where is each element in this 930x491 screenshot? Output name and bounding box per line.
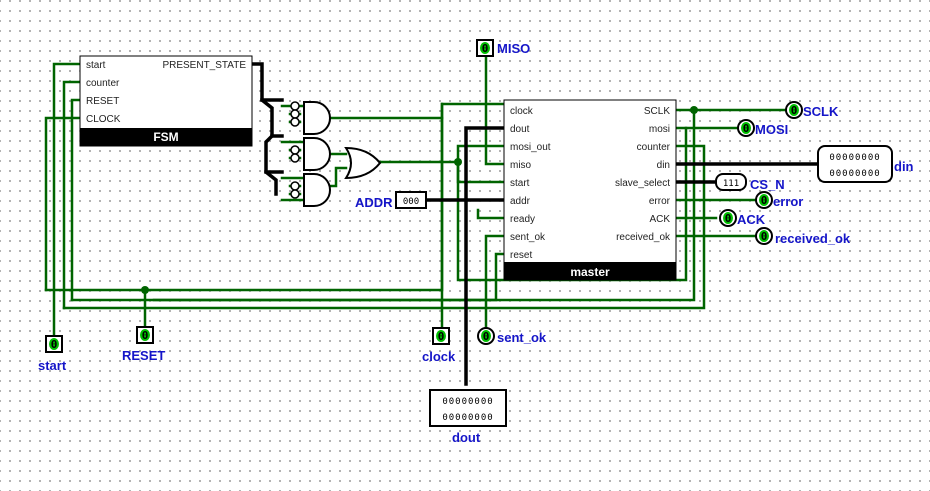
reset-pin-label: RESET [122,348,165,363]
master-pin-mosi-out: mosi_out [510,142,551,153]
sent-ok-pin-label: sent_ok [497,330,547,345]
reset-input-pin[interactable]: 0 RESET [122,326,165,363]
wire-start [52,62,84,337]
error-pin-label: error [773,194,803,209]
ack-pin-label: ACK [737,212,766,227]
error-output-pin[interactable]: 0 error [755,191,803,209]
mosi-pin-value: 0 [743,122,750,135]
fsm-pin-present-state: PRESENT_STATE [162,60,246,71]
master-pin-ready: ready [510,214,535,225]
fsm-block[interactable]: FSM start counter RESET CLOCK PRESENT_ST… [79,55,253,147]
received-ok-pin-value: 0 [761,230,768,243]
wire-sent-ok [484,234,506,328]
cs-n-output-pin[interactable]: 111 CS_N [715,173,785,192]
wire-mosi-out [456,126,688,282]
din-row-2: 00000000 [829,169,880,179]
sent-ok-pin-value: 0 [483,330,490,343]
mosi-output-pin[interactable]: 0 MOSI [737,119,788,137]
master-pin-dout: dout [510,124,530,135]
wire-counter [62,80,84,310]
master-outputs: SCLK mosi counter din slave_select error… [615,106,671,243]
fsm-pin-counter: counter [86,78,120,89]
dout-output-probe[interactable]: 00000000 00000000 dout [429,389,507,445]
fsm-pin-start: start [86,60,106,71]
received-ok-output-pin[interactable]: 0 received_ok [755,227,851,246]
start-pin-value: 0 [51,338,58,351]
wire-reset [70,98,84,302]
master-pin-error: error [649,196,671,207]
buses [250,62,820,386]
received-ok-pin-label: received_ok [775,231,851,246]
ack-output-pin[interactable]: 0 ACK [719,209,766,227]
clock-pin-label: clock [422,349,456,364]
fsm-title: FSM [153,130,178,144]
master-pin-reset: reset [510,250,532,261]
master-pin-slave-select: slave_select [615,178,670,189]
addr-pin-label: ADDR [355,195,393,210]
start-pin-label: start [38,358,67,373]
bus-present-state [250,62,278,196]
dout-row-1: 00000000 [442,397,493,407]
clock-input-pin[interactable]: 0 clock [422,327,456,364]
master-pin-clock: clock [510,106,534,117]
master-title-bar [504,262,676,280]
wire-miso [484,52,506,166]
fsm-pin-clock: CLOCK [86,114,121,125]
addr-pin-value: 000 [403,197,419,207]
master-pin-din: din [657,160,670,171]
master-pin-start: start [510,178,530,189]
mosi-pin-label: MOSI [755,122,788,137]
master-block[interactable]: master clock dout mosi_out miso start ad… [503,99,677,281]
sclk-pin-value: 0 [791,104,798,117]
sclk-pin-label: SCLK [803,104,839,119]
master-pin-miso: miso [510,160,532,171]
sent-ok-output-pin[interactable]: 0 sent_ok [477,327,547,345]
and-gate-1[interactable] [303,101,331,135]
cs-n-pin-value: 111 [723,179,739,189]
master-pin-sent-ok: sent_ok [510,232,546,243]
and-gate-3[interactable] [303,173,331,207]
reset-pin-value: 0 [142,329,149,342]
wire-clock [44,116,84,292]
cs-n-pin-label: CS_N [750,177,785,192]
master-pin-received-ok: received_ok [616,232,671,243]
bus-dout [464,126,506,386]
wire-ready [476,208,506,220]
junctions [141,106,698,294]
error-pin-value: 0 [761,194,768,207]
master-pin-addr: addr [510,196,531,207]
master-pin-ack: ACK [649,214,670,225]
addr-input-pin[interactable]: 000 ADDR [355,191,427,210]
master-pin-mosi: mosi [649,124,670,135]
master-inputs: clock dout mosi_out miso start addr read… [510,106,551,261]
ack-pin-value: 0 [725,212,732,225]
din-output-probe[interactable]: 00000000 00000000 din [817,145,914,183]
start-input-pin[interactable]: 0 start [38,335,67,373]
din-row-1: 00000000 [829,153,880,163]
miso-pin-value: 0 [482,42,489,55]
dout-row-2: 00000000 [442,413,493,423]
master-title: master [570,265,610,279]
master-pin-sclk: SCLK [644,106,670,117]
inverter-bubbles [290,101,300,199]
and-gate-2[interactable] [303,137,331,171]
master-pin-counter: counter [637,142,671,153]
fsm-pin-reset: RESET [86,96,119,107]
miso-input-pin[interactable]: 0 MISO [476,39,530,57]
sclk-output-pin[interactable]: 0 SCLK [785,101,839,119]
clock-pin-value: 0 [438,330,445,343]
miso-pin-label: MISO [497,41,530,56]
din-label: din [894,159,914,174]
or-gate[interactable] [344,146,382,180]
fsm-title-bar [80,128,252,146]
dout-label: dout [452,430,481,445]
